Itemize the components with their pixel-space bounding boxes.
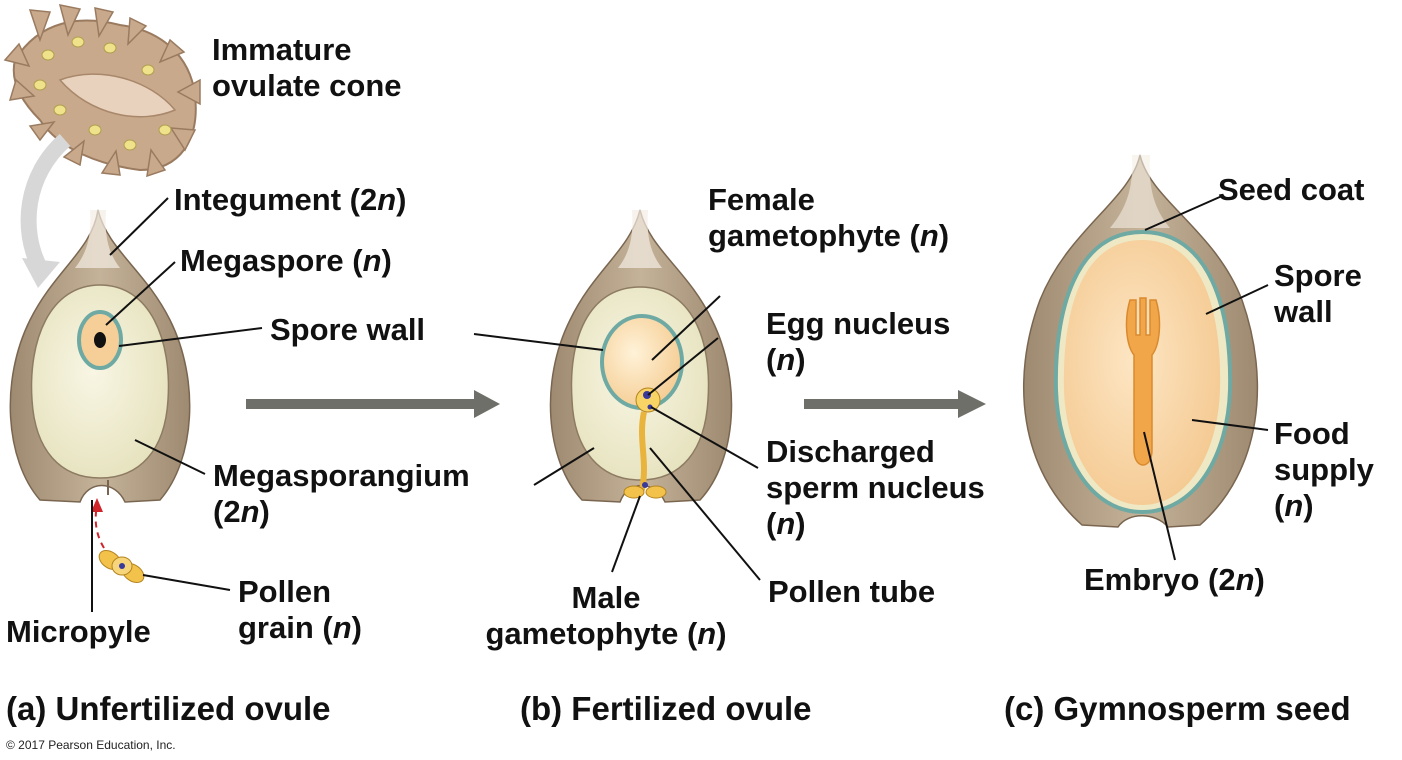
- label-pollen-tube: Pollen tube: [768, 574, 936, 609]
- embryo-c: [1125, 297, 1161, 466]
- pollen-path-arrow: [94, 505, 105, 549]
- leaders-c: [1143, 195, 1269, 561]
- ovule-b: [549, 209, 733, 503]
- label-micropyle: Micropyle: [6, 614, 151, 649]
- label-megasporangium: Megasporangium(2n): [213, 458, 470, 529]
- label-integument: Integument (2n): [174, 182, 407, 217]
- label-spore-wall-a: Spore wall: [270, 312, 426, 347]
- seed-c: [1022, 154, 1259, 528]
- cone-to-ovule-arrow: [20, 133, 71, 272]
- pollen-grain-a: [98, 549, 145, 584]
- label-megaspore: Megaspore (n): [180, 243, 392, 278]
- immature-cone: [3, 4, 201, 178]
- caption-b: (b) Fertilized ovule: [520, 690, 812, 727]
- caption-a: (a) Unfertilized ovule: [6, 690, 331, 727]
- leaders-b: [473, 295, 761, 581]
- label-seed-coat: Seed coat: [1218, 172, 1365, 207]
- copyright: © 2017 Pearson Education, Inc.: [6, 738, 176, 752]
- cone-arrow-head: [22, 258, 60, 288]
- label-embryo: Embryo (2n): [1084, 562, 1265, 597]
- caption-c: (c) Gymnosperm seed: [1004, 690, 1351, 727]
- leaders-a: [91, 197, 263, 612]
- label-egg-nucleus: Egg nucleus(n): [766, 306, 951, 377]
- ovule-a: [9, 209, 191, 503]
